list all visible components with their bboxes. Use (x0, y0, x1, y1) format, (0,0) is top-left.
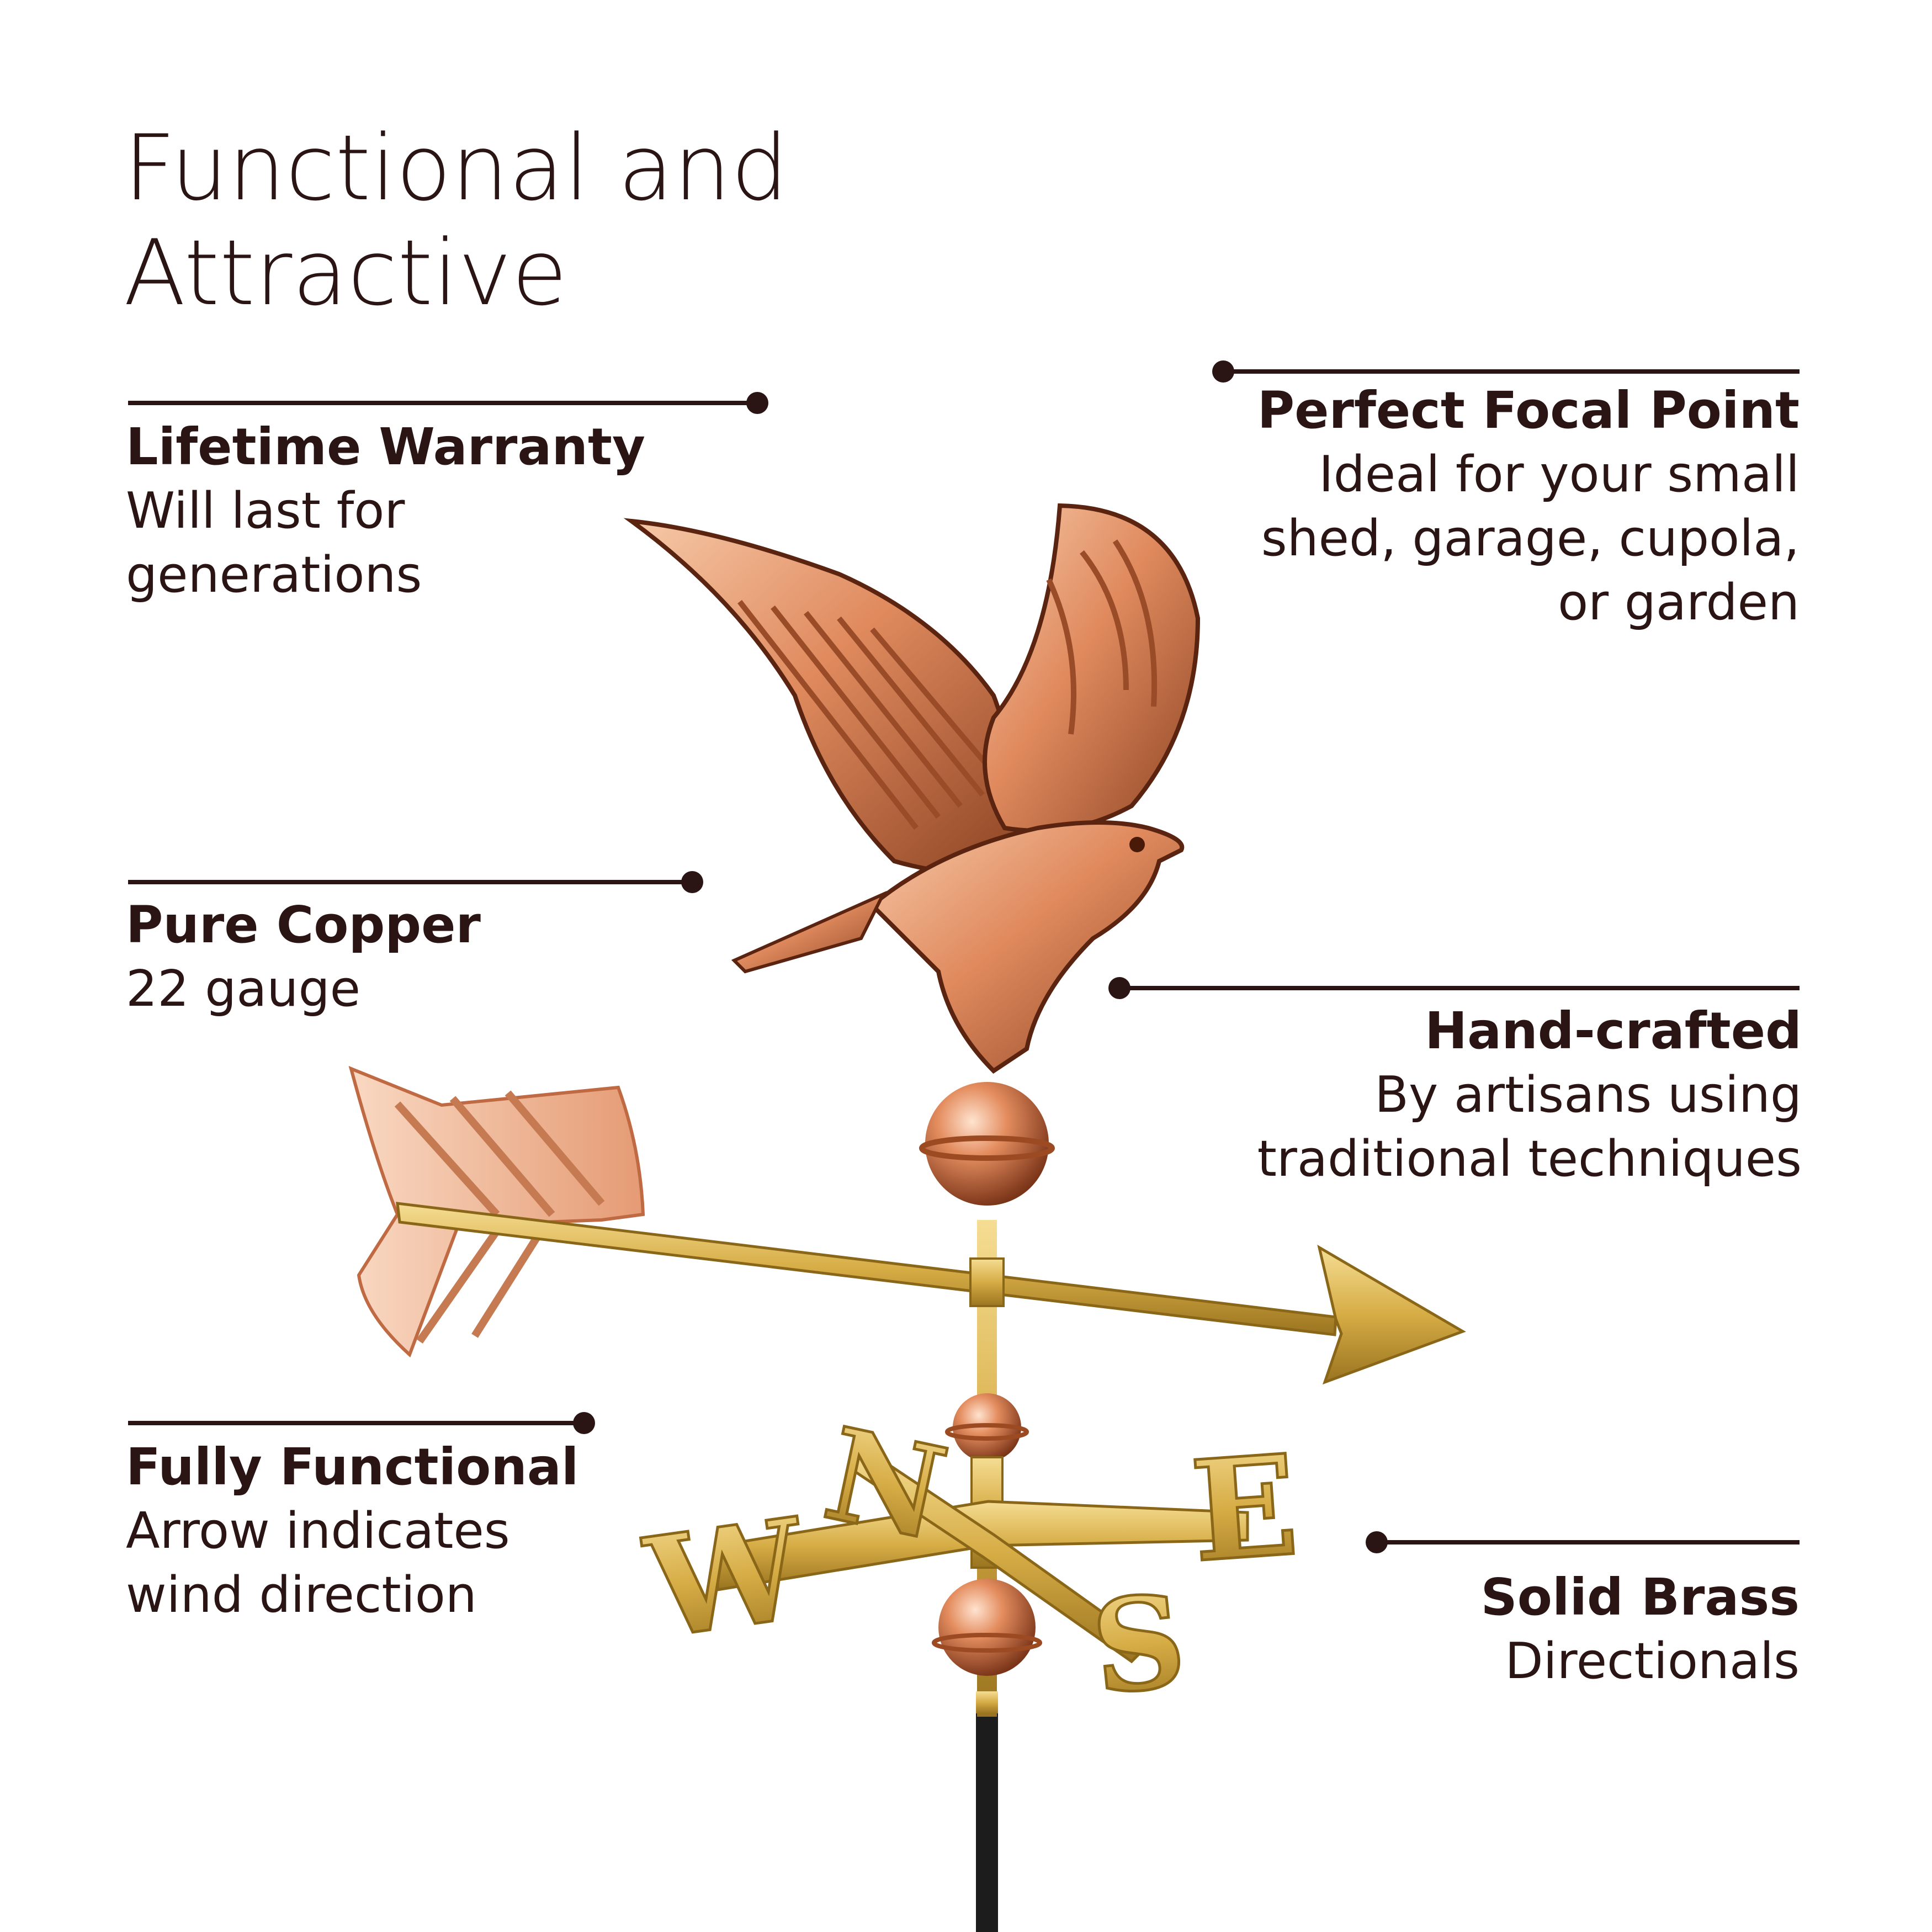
arrow-head (1317, 1244, 1466, 1385)
compass-letter-s: S (1085, 1566, 1192, 1724)
feature-description: Directionals (1505, 1632, 1800, 1690)
warranty-leader-dot (746, 392, 768, 414)
page-title: Functional and Attractive (124, 116, 788, 326)
functional-leader-line (128, 1412, 595, 1434)
lower-collar-ball (938, 1579, 1036, 1676)
brass-leader-dot (1366, 1531, 1388, 1553)
feature-description: 22 gauge (126, 960, 360, 1018)
feature-description: Ideal for your small shed, garage, cupol… (1261, 445, 1800, 631)
arrow-hub-collar (969, 1257, 1005, 1307)
feature-name: Lifetime Warranty (126, 417, 645, 476)
arrow-shaft (396, 1202, 1337, 1336)
compass-directionals (716, 1444, 1249, 1664)
feature-solid-brass: Solid Brass Directionals (1480, 1565, 1800, 1694)
feature-name: Perfect Focal Point (1257, 381, 1800, 440)
title-line-1: Functional and (124, 115, 789, 221)
functional-leader-dot (573, 1412, 595, 1434)
eagle-figure (623, 503, 1201, 1074)
feature-perfect-focal-point: Perfect Focal Point Ideal for your small… (1257, 379, 1800, 635)
feature-hand-crafted: Hand-crafted By artisans using tradition… (1257, 999, 1802, 1191)
copper-leader-dot (681, 871, 703, 893)
feature-name: Hand-crafted (1425, 1001, 1802, 1060)
feature-description: By artisans using traditional techniques (1257, 1066, 1802, 1188)
feature-name: Solid Brass (1480, 1568, 1800, 1627)
copper-leader-line (128, 871, 703, 893)
compass-letter-w: W (636, 1487, 815, 1670)
arrow-fletching (348, 1065, 645, 1358)
focal-leader-dot (1212, 360, 1234, 383)
handcrafted-leader-dot (1108, 977, 1130, 999)
feature-lifetime-warranty: Lifetime Warranty Will last for generati… (126, 415, 645, 607)
feature-name: Pure Copper (126, 895, 481, 954)
mounting-pole (976, 1711, 998, 1932)
feature-pure-copper: Pure Copper 22 gauge (126, 893, 481, 1021)
feature-name: Fully Functional (126, 1437, 579, 1496)
feature-fully-functional: Fully Functional Arrow indicates wind di… (126, 1435, 578, 1627)
compass-letter-e: E (1186, 1424, 1303, 1593)
handcrafted-leader-line (1108, 977, 1800, 999)
warranty-leader-line (128, 392, 768, 414)
brass-leader-line (1366, 1531, 1800, 1553)
focal-leader-line (1212, 360, 1800, 383)
feature-description: Arrow indicates wind direction (126, 1502, 510, 1624)
feature-description: Will last for generations (126, 482, 422, 604)
title-line-2: Attractive (124, 220, 567, 326)
top-copper-ball (925, 1082, 1049, 1206)
